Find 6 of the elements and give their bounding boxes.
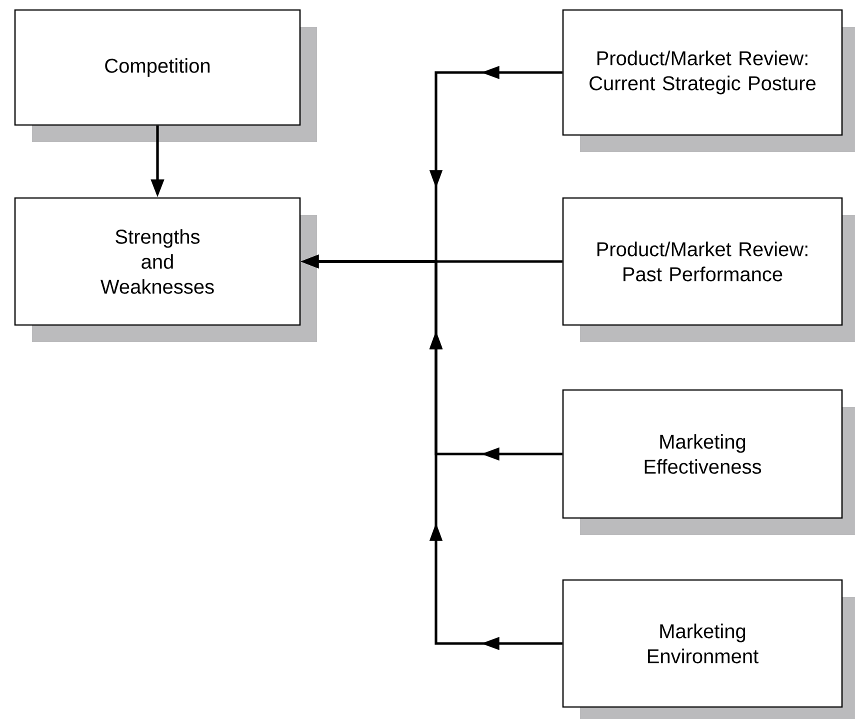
process-box: Competition: [14, 9, 317, 142]
process-box: Product/Market Review: Current Strategic Posture: [562, 9, 855, 152]
process-box: Marketing Environment: [562, 579, 855, 719]
process-box: Marketing Effectiveness: [562, 389, 855, 535]
process-box: Strengths and Weaknesses: [14, 197, 317, 342]
process-box: Product/Market Review: Past Performance: [562, 197, 855, 342]
